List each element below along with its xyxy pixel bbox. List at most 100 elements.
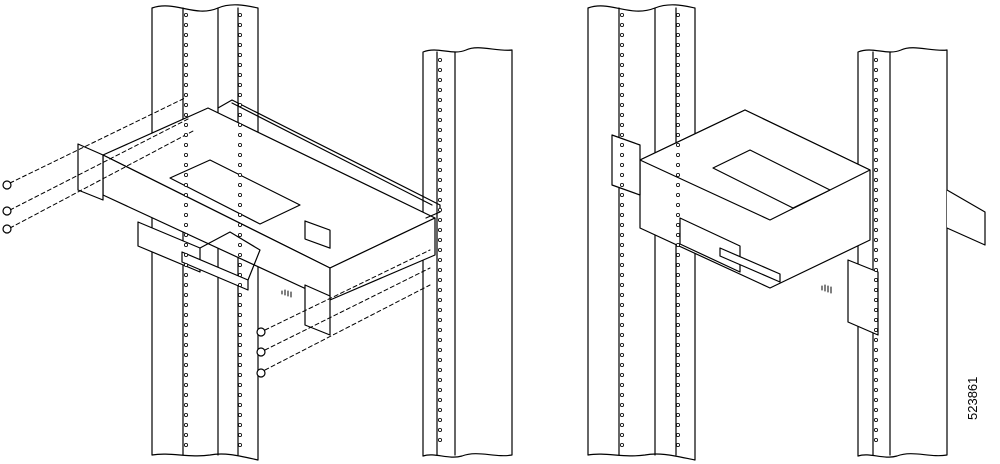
rack-hole [183, 422, 188, 427]
rack-hole [237, 33, 242, 38]
rack-hole [620, 442, 625, 447]
rack-hole [437, 347, 442, 352]
rack-hole [620, 252, 625, 257]
left-panel [2, 4, 513, 461]
rack-hole [874, 297, 879, 302]
rack-hole [237, 103, 242, 108]
rack-hole [676, 262, 681, 267]
rack-hole [437, 357, 442, 362]
rack-hole [620, 172, 625, 177]
rack-hole [676, 412, 681, 417]
rack-hole [437, 78, 442, 83]
rack-hole [183, 93, 188, 98]
rack-hole [874, 397, 879, 402]
rack-hole [676, 422, 681, 427]
rack-hole [237, 162, 242, 167]
rack-hole [237, 402, 242, 407]
rack-hole [874, 98, 879, 103]
rack-hole [437, 227, 442, 232]
rack-hole [237, 123, 242, 128]
rack-hole [620, 182, 625, 187]
rack-hole [183, 392, 188, 397]
rack-hole [183, 22, 188, 27]
rack-hole [676, 242, 681, 247]
rack-hole [183, 252, 188, 257]
rack-hole [237, 282, 242, 287]
rack-hole [183, 63, 188, 68]
rack-hole [437, 257, 442, 262]
rack-hole [874, 127, 879, 132]
rack-hole [183, 202, 188, 207]
rack-hole [183, 142, 188, 147]
rack-hole [620, 332, 625, 337]
rack-hole [437, 307, 442, 312]
rack-hole [676, 182, 681, 187]
rack-hole [874, 237, 879, 242]
rack-hole [183, 192, 188, 197]
rack-hole [183, 262, 188, 267]
rack-hole [183, 152, 188, 157]
rack-hole [620, 103, 625, 108]
rack-hole [183, 312, 188, 317]
rack-hole [676, 302, 681, 307]
rack-hole [676, 252, 681, 257]
rack-hole [437, 217, 442, 222]
rack-hole [676, 402, 681, 407]
rack-hole [237, 322, 242, 327]
rack-hole [620, 282, 625, 287]
rack-hole [620, 123, 625, 128]
rack-hole [874, 317, 879, 322]
front-rack-post-left [422, 47, 513, 458]
rack-hole [874, 157, 879, 162]
rack-hole [437, 127, 442, 132]
rack-hole [620, 322, 625, 327]
rack-hole [620, 83, 625, 88]
rack-hole [183, 53, 188, 58]
rack-hole [676, 272, 681, 277]
screw-icon [2, 180, 266, 378]
rack-hole [237, 412, 242, 417]
rack-hole [620, 382, 625, 387]
rack-hole [183, 83, 188, 88]
rack-hole [237, 212, 242, 217]
rack-hole [437, 397, 442, 402]
rack-hole [874, 58, 879, 63]
brand-logo-left [281, 289, 292, 298]
rack-hole [676, 322, 681, 327]
rack-hole [676, 202, 681, 207]
rack-hole [437, 417, 442, 422]
rack-hole [237, 232, 242, 237]
rack-hole [620, 352, 625, 357]
rack-hole [183, 382, 188, 387]
rack-hole [237, 292, 242, 297]
rack-hole [183, 432, 188, 437]
rack-hole [620, 312, 625, 317]
rack-hole [437, 427, 442, 432]
rack-hole [183, 332, 188, 337]
rack-hole [237, 202, 242, 207]
rack-hole [874, 147, 879, 152]
rack-hole [183, 172, 188, 177]
rack-hole [437, 297, 442, 302]
rack-hole [183, 352, 188, 357]
rack-hole [676, 43, 681, 48]
rack-hole [874, 327, 879, 332]
rack-hole [437, 337, 442, 342]
screw-guides-left [9, 97, 431, 371]
rack-hole [237, 432, 242, 437]
rack-hole [183, 123, 188, 128]
rack-hole [874, 78, 879, 83]
rack-hole [676, 442, 681, 447]
router-chassis-right [611, 109, 986, 336]
rack-hole [183, 322, 188, 327]
rack-hole [620, 33, 625, 38]
rack-hole [620, 73, 625, 78]
rack-hole [874, 367, 879, 372]
rack-hole [437, 167, 442, 172]
rack-hole [620, 412, 625, 417]
rack-hole [437, 118, 442, 123]
rack-hole [437, 237, 442, 242]
rack-hole [237, 302, 242, 307]
rack-hole [874, 177, 879, 182]
rack-hole [237, 73, 242, 78]
